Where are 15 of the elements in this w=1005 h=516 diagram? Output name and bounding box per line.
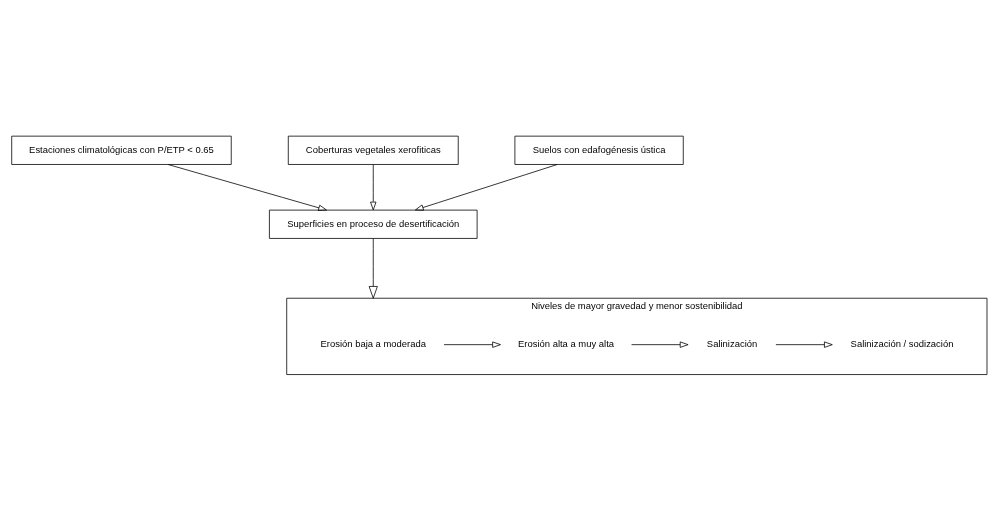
arrow (167, 163, 327, 211)
arrow (443, 341, 501, 348)
node-text: Erosión alta a muy alta (518, 337, 615, 349)
node-text: Salinización / sodización (850, 337, 954, 349)
arrow (368, 237, 378, 299)
node-box: Estaciones climatológicas con P/ETP < 0.65 (11, 135, 232, 165)
arrow (775, 341, 833, 348)
node-box: Coberturas vegetales xerofiticas (287, 135, 459, 165)
node-box: Superficies en proceso de desertificación (269, 209, 478, 239)
node-text: Salinización (706, 337, 758, 349)
arrow (414, 163, 558, 211)
node-text: Erosión baja a moderada (320, 337, 426, 349)
arrow (631, 341, 689, 348)
node-box: Suelos con edafogénesis ústica (514, 135, 684, 165)
arrow (370, 163, 377, 210)
